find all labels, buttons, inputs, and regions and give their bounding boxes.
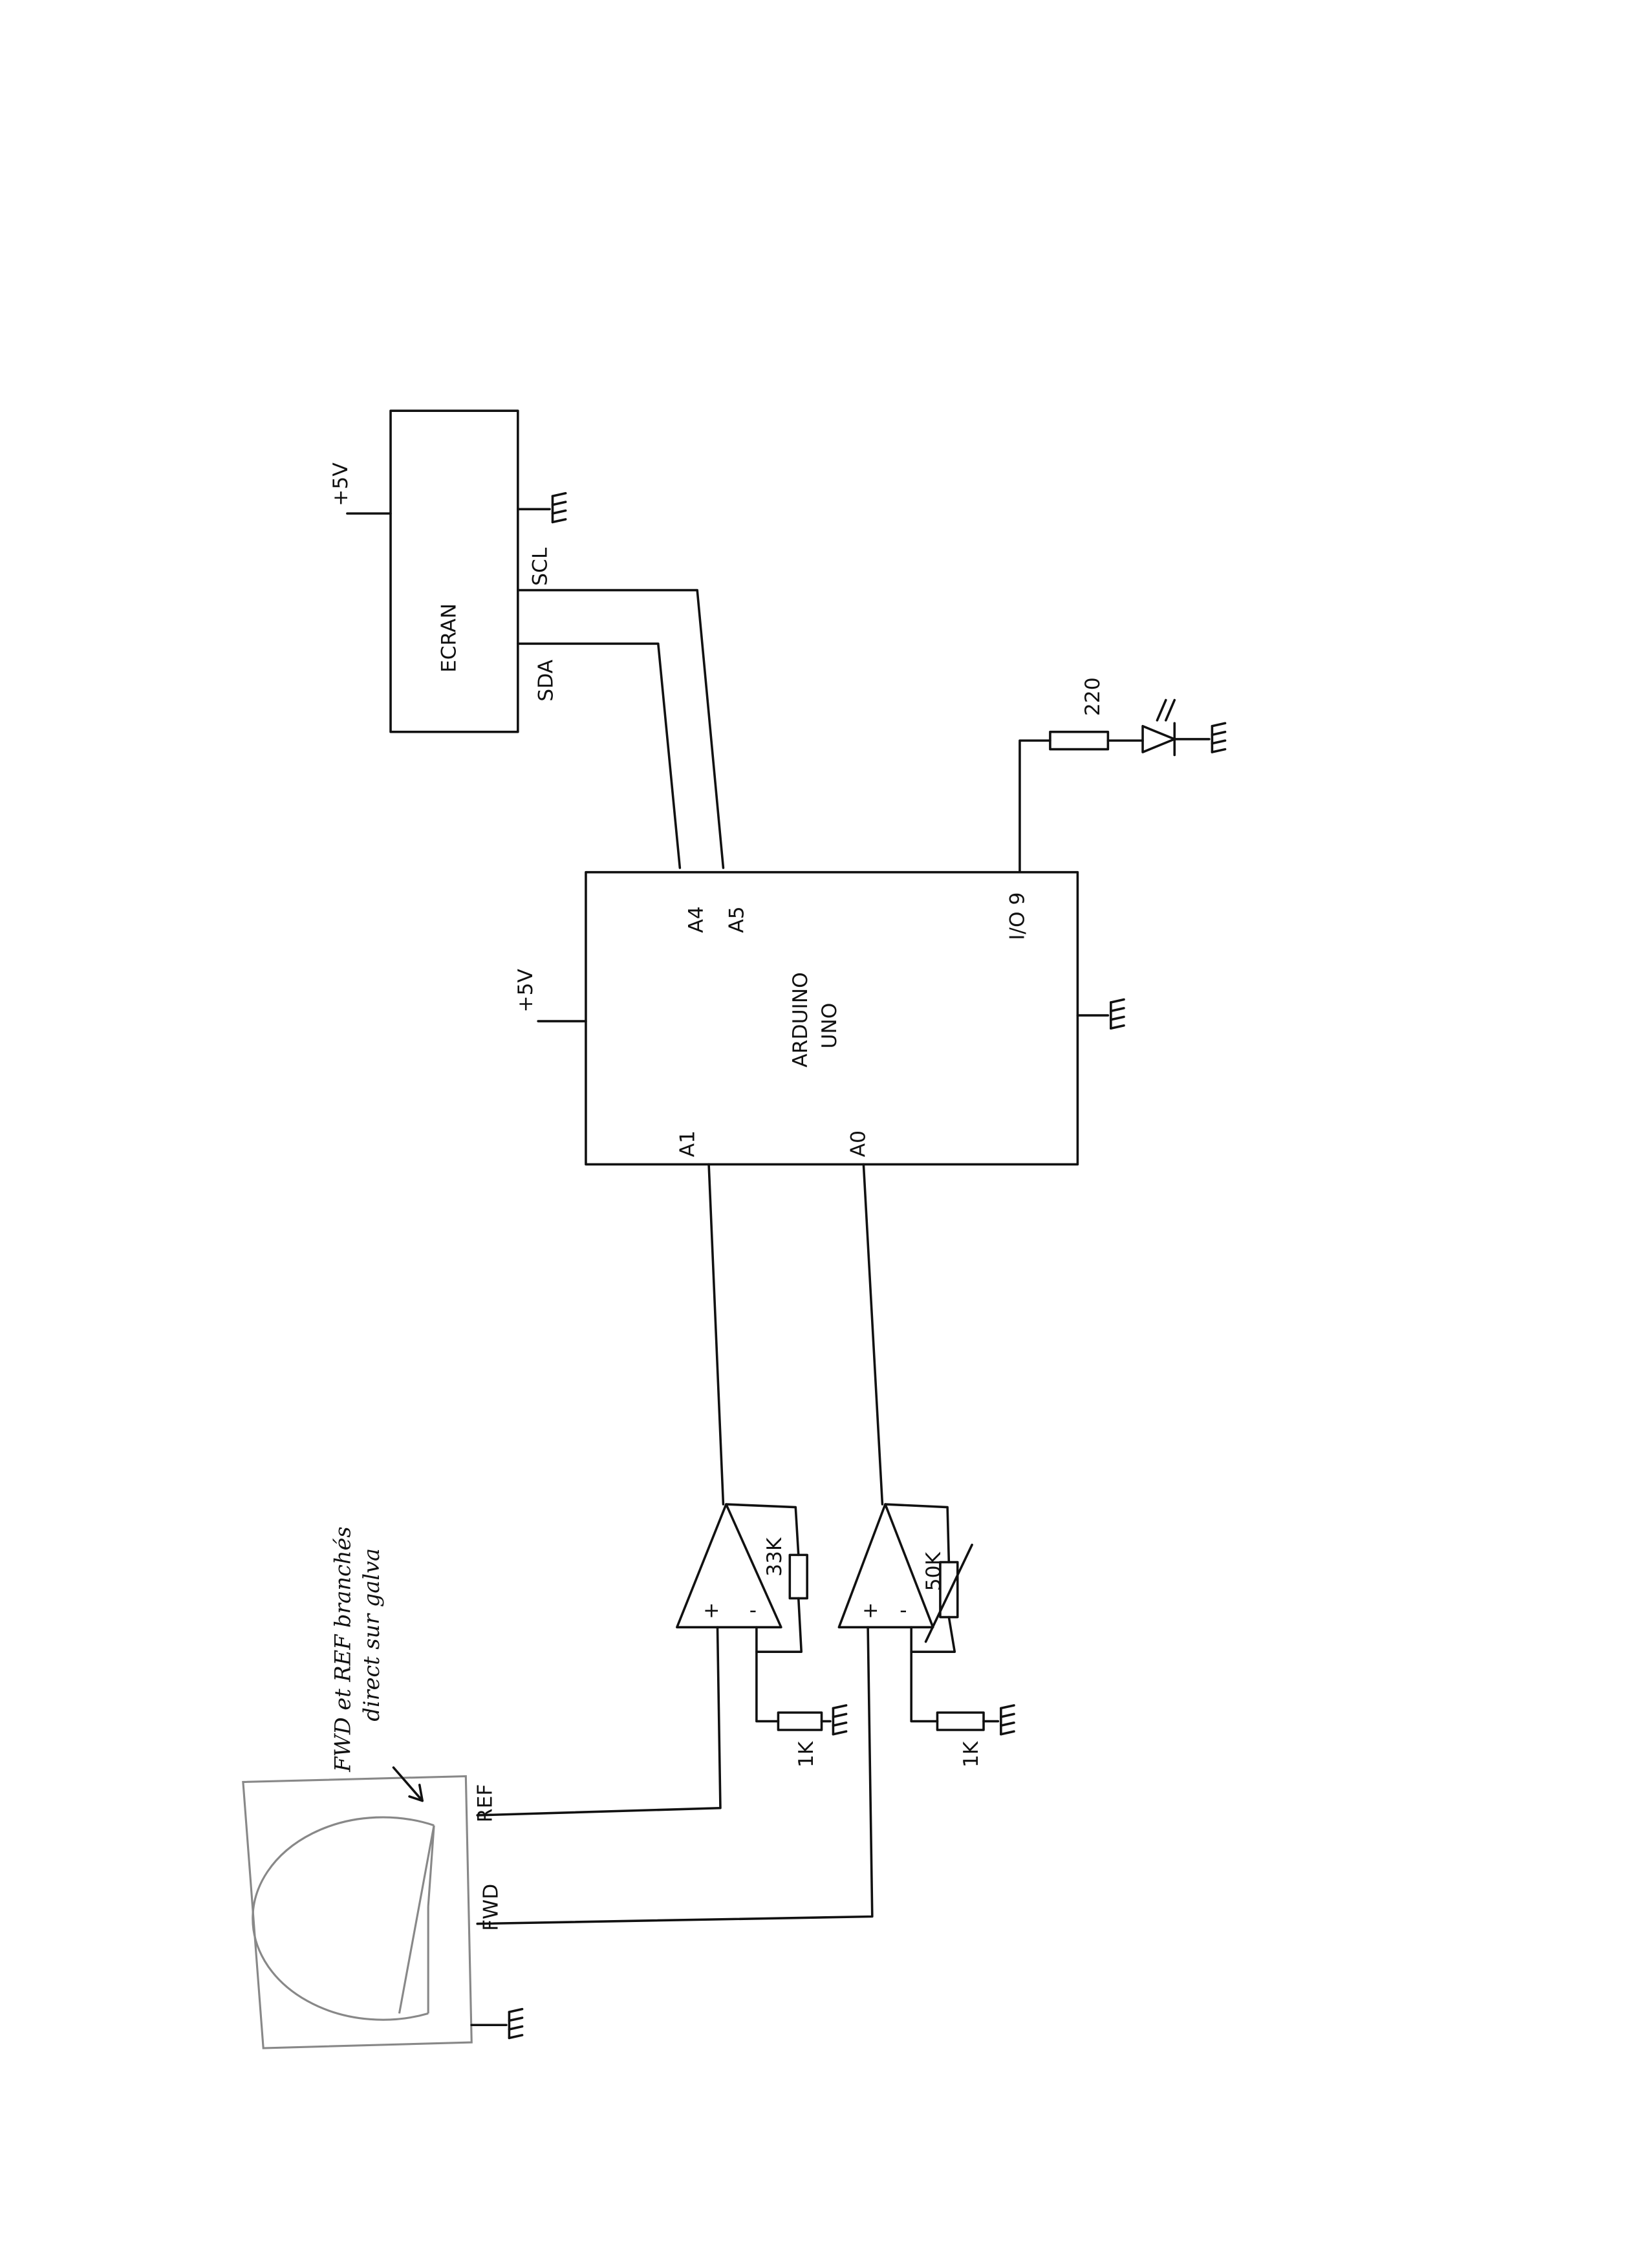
ground-icon: [1110, 998, 1125, 1030]
arduino-label: ARDUINO: [789, 972, 812, 1067]
scl-wire: [517, 589, 725, 869]
meter-dial-icon: [252, 1816, 435, 2021]
plus-label: +: [703, 1599, 720, 1623]
resistor-1k: [777, 1711, 823, 1731]
opamp-ref: + - 33K 1K: [676, 1503, 848, 1767]
minus-label: -: [900, 1599, 907, 1623]
variable-arrow-icon: [924, 1543, 973, 1643]
ground-icon: [508, 2007, 524, 2040]
pin-a0-label: A0: [847, 1130, 870, 1157]
pin-io9-label: I/O 9: [1006, 892, 1029, 940]
resistor-220: [1049, 730, 1110, 751]
screen-box: [389, 409, 519, 733]
ground-icon: [551, 491, 567, 524]
resistor-220-label: 220: [1081, 677, 1105, 716]
opamp-triangle: [837, 1503, 934, 1628]
ref-wire: [476, 1626, 722, 1817]
led-icon: [1141, 724, 1176, 753]
arduino-label-2: UNO: [818, 1003, 841, 1049]
led-circuit: 220: [1018, 677, 1227, 874]
screen-power-label: +5V: [329, 462, 352, 506]
galvanometer: REF FWD: [242, 1775, 524, 2049]
galvanometer-box: [242, 1775, 473, 2049]
resistor-1k-label: 1K: [960, 1740, 983, 1767]
fwd-label: FWD: [480, 1884, 503, 1931]
ground-icon: [1000, 1704, 1015, 1736]
minus-label: -: [749, 1599, 757, 1623]
screen-module: ECRAN +5V SCL SDA: [329, 409, 567, 733]
fwd-wire: [476, 1626, 874, 1925]
resistor-1k: [936, 1711, 985, 1731]
sda-label: SDA: [535, 659, 558, 701]
screen-label: ECRAN: [438, 603, 461, 673]
resistor-33k: [788, 1553, 808, 1600]
pin-a5-label: A5: [726, 906, 749, 933]
ground-icon: [1211, 722, 1227, 753]
annotation-line-2: direct sur galva: [359, 1548, 384, 1722]
pin-a1-label: A1: [676, 1130, 700, 1157]
resistor-50k-label: 50K: [922, 1551, 945, 1591]
a1-wire: [707, 1163, 725, 1506]
ref-label: REF: [474, 1784, 497, 1823]
annotation-line-1: FWD et REF branchés: [330, 1526, 355, 1772]
plus-label: +: [862, 1599, 879, 1623]
light-arrows-icon: [1156, 698, 1176, 722]
ground-icon: [832, 1704, 848, 1736]
arrow-icon: [392, 1766, 424, 1802]
pin-a4-label: A4: [685, 906, 708, 933]
resistor-1k-label: 1K: [795, 1740, 818, 1767]
arduino-power-label: +5V: [514, 968, 537, 1012]
opamp-fwd: + - 50K 1K: [837, 1503, 1015, 1767]
arduino-box: [585, 870, 1079, 1166]
opamp-triangle: [676, 1503, 782, 1628]
a0-wire: [862, 1163, 884, 1506]
resistor-33k-label: 33K: [763, 1537, 786, 1577]
sda-wire: [517, 642, 682, 869]
scl-label: SCL: [529, 547, 552, 586]
arduino-uno: ARDUINO UNO +5V A4 A5 I/O 9 A1 A0: [514, 870, 1125, 1166]
annotation: FWD et REF branchés direct sur galva: [330, 1526, 424, 1802]
